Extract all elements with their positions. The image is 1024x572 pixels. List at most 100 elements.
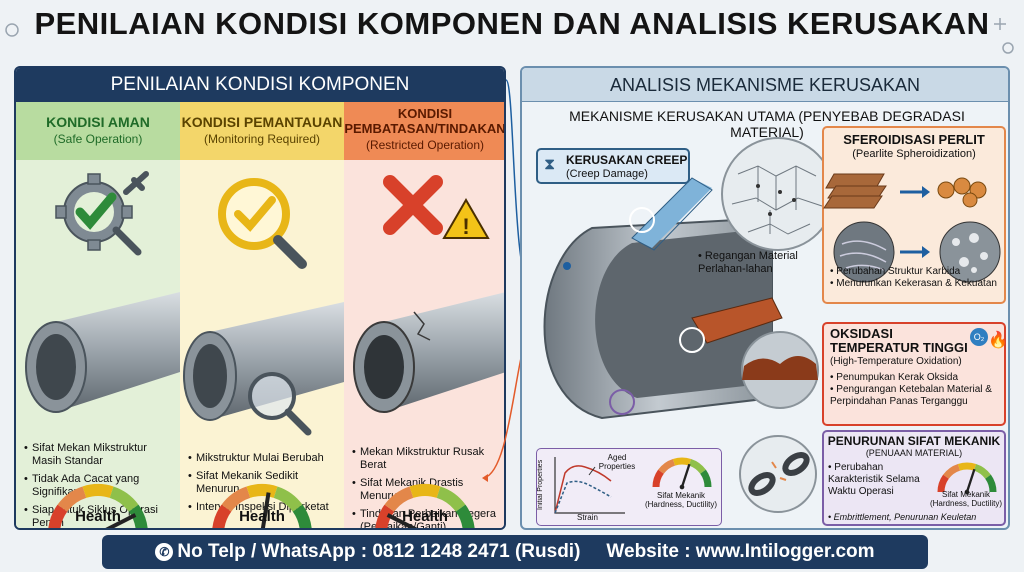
column-subtitle: (Monitoring Required) [203, 132, 321, 146]
spheroid-bullets: • Perubahan Struktur Karbida • Menurunka… [830, 266, 1006, 290]
monitored-pipe-illustration [183, 302, 344, 436]
bullet-item: Mikstruktur Mulai Berubah [188, 452, 338, 465]
gauge-label: Sifat Mekanik (Hardness, Ductility) [644, 491, 717, 509]
gauge-segment [273, 486, 303, 512]
gauge-needle [105, 513, 137, 528]
column-title: KONDISI PEMBATASAN/TINDAKAN [344, 106, 506, 136]
condition-assessment-panel: PENILAIAN KONDISI KOMPONEN KONDISI AMAN … [14, 66, 506, 530]
mechanical-subtitle: (PENUAAN MATERIAL) [865, 448, 963, 458]
creep-subtitle: (Creep Damage) [566, 168, 648, 180]
health-gauge [212, 484, 312, 528]
bullet-item: • Pengurangan Ketebalan Material & Perpi… [830, 384, 992, 407]
oxidation-subtitle: (High-Temperature Oxidation) [830, 356, 962, 367]
gauge-segment [658, 458, 676, 474]
gauge-segment [700, 469, 712, 488]
gauge-segment [672, 457, 692, 466]
stress-strain-graph [554, 457, 625, 514]
gauge-segment [212, 504, 232, 528]
health-gauge [48, 484, 148, 528]
magnifier-check-icon [218, 178, 307, 269]
oxide-scale-circle [741, 331, 819, 409]
damage-analysis-panel: ANALISIS MEKANISME KERUSAKAN MEKANISME K… [520, 66, 1010, 530]
bullet-list: Sifat Mekan Mikstruktur Masih Standar Ti… [24, 442, 174, 528]
column-header: KONDISI PEMBATASAN/TINDAKAN (Restricted … [344, 102, 506, 160]
gauge-segment [688, 458, 706, 474]
bullet-item: • Penumpukan Kerak Oksida [830, 372, 959, 383]
gear-wrench-check-icon [55, 171, 149, 256]
graph-annotation: Aged Properties [598, 453, 636, 471]
flame-icon: 🔥 [988, 330, 1008, 349]
column-subtitle: (Restricted Operation) [365, 138, 485, 152]
contact-footer: ✆No Telp / WhatsApp : 0812 1248 2471 (Ru… [102, 535, 928, 569]
gauge-segment [128, 504, 148, 528]
plus-icon [994, 18, 1006, 30]
o2-badge: O₂ [970, 328, 988, 346]
creep-title: KERUSAKAN CREEP [566, 153, 688, 167]
gauge-segment [436, 486, 466, 512]
gauge-segment [109, 486, 139, 512]
spheroid-subtitle: (Pearlite Spheroidization) [852, 148, 976, 160]
creep-note: • Regangan Material Perlahan-lahan [698, 250, 798, 275]
gauge-segment [246, 484, 278, 498]
bullet-item: • Perubahan Struktur Karbida [830, 266, 961, 277]
phone-number[interactable]: No Telp / WhatsApp : 0812 1248 2471 (Rus… [177, 541, 581, 562]
spheroidization-box: SFEROIDISASI PERLIT (Pearlite Spheroidiz… [822, 126, 1006, 304]
gauge-segment [973, 463, 991, 479]
gauge-segment [957, 462, 977, 471]
health-gauge [375, 484, 475, 528]
graph-xlabel: Strain [577, 513, 598, 522]
gear-icon [1002, 42, 1014, 54]
graph-ylabel: Initial Properties [537, 459, 544, 511]
gauge-segment [375, 504, 395, 528]
column-subtitle: (Safe Operation) [53, 132, 143, 146]
broken-chain-icon [739, 435, 817, 513]
gauge-hub [964, 489, 970, 495]
gauge-segment [82, 484, 114, 498]
gear-icon [5, 23, 19, 37]
condition-monitoring-column: KONDISI PEMANTAUAN (Monitoring Required)… [180, 102, 344, 528]
gauge-segment [985, 474, 997, 493]
bullet-item: • Embrittlement, Penurunan Keuletan [828, 512, 977, 522]
bullet-item: Sifat Mekanik Sedikit Menurun [188, 470, 338, 496]
bullet-item: Sifat Mekan Mikstruktur Masih Standar [24, 442, 174, 468]
bullet-item: Mekan Mikstruktur Rusak Berat [352, 446, 502, 472]
gauge-segment [937, 474, 949, 493]
gauge-segment [292, 504, 312, 528]
gauge-label: Sifat Mekanik (Hardness, Ductility) [929, 490, 1002, 508]
gauge-needle [260, 492, 271, 528]
gauge-needle [386, 513, 418, 528]
decor-icons [5, 18, 1014, 54]
creep-damage-label: ⧗ KERUSAKAN CREEP (Creep Damage) [536, 148, 690, 184]
health-label: Health [402, 508, 448, 525]
bullet-item: • Perubahan Karakteristik Selama Waktu O… [828, 462, 920, 497]
health-label: Health [239, 508, 285, 525]
condition-safe-column: KONDISI AMAN (Safe Operation) Sifat Meka… [16, 102, 180, 528]
healthy-pipe-illustration [25, 292, 180, 413]
gauge-segment [455, 504, 475, 528]
mechanical-box: PENURUNAN SIFAT MEKANIK (PENUAAN MATERIA… [822, 430, 1006, 526]
gauge-segment [652, 469, 664, 488]
condition-restricted-column: KONDISI PEMBATASAN/TINDAKAN (Restricted … [344, 102, 506, 528]
properties-graph-box: Initial Properties Aged Properties Strai… [536, 448, 722, 526]
gauge-segment [409, 484, 441, 498]
gauge-segment [48, 504, 68, 528]
grain-structure-circle [721, 137, 835, 251]
pearlite-structure-illustration [823, 173, 1001, 283]
damaged-pipe-illustration [353, 292, 504, 413]
mechanical-gauge [937, 462, 997, 495]
spheroid-title: SFEROIDISASI PERLIT [843, 132, 985, 147]
right-panel-subtitle: MEKANISME KERUSAKAN UTAMA (PENYEBAB DEGR… [569, 108, 965, 140]
page-title: PENILAIAN KONDISI KOMPONEN DAN ANALISIS … [34, 6, 990, 41]
website-link[interactable]: Website : www.Intilogger.com [606, 541, 875, 562]
gauge-segment [943, 463, 961, 479]
column-title: KONDISI PEMANTAUAN [181, 114, 343, 130]
left-panel-header: PENILAIAN KONDISI KOMPONEN [16, 68, 504, 102]
oxidation-bullets: • Penumpukan Kerak Oksida • Pengurangan … [830, 372, 1006, 408]
bullet-item: • Menurunkan Kekerasan & Kekuatan [830, 278, 997, 289]
whatsapp-icon: ✆ [155, 542, 174, 561]
health-label: Health [75, 508, 121, 525]
mechanical-title: PENURUNAN SIFAT MEKANIK [827, 434, 1001, 448]
svg-text:!: ! [462, 214, 469, 239]
right-panel-header: ANALISIS MEKANISME KERUSAKAN [522, 68, 1008, 102]
